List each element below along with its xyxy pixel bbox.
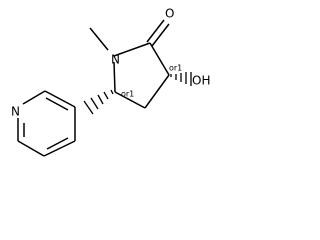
molecule-drawing: N O OH N or1 or1 [0,0,232,178]
pyridine-bond-c3-c2 [44,90,76,108]
carbonyl-bond-a [146,19,165,43]
carbonyl-bond-b [151,23,170,47]
stereo-label-c3: or1 [169,64,182,73]
canvas-background [0,0,232,178]
pyridine-double-bond-1 [45,97,69,111]
bond-c4-c5 [114,91,146,109]
hashed-wedge-oh [170,72,192,86]
bond-n1-c2 [113,42,151,57]
carbonyl-oxygen-label: O [165,7,174,21]
pyridine-bond-c5-c4 [43,140,76,157]
n-methyl-bond [89,27,109,51]
bond-c2-c3 [149,42,170,76]
lactam-nitrogen-label: N [111,53,120,67]
chemical-structure: N O OH N or1 or1 [0,0,232,178]
pyridine-bond-c6-c5 [17,140,45,157]
pyridine-nitrogen-label: N [11,105,20,119]
bond-c5-n1 [113,61,116,93]
pyridine-double-bond-3 [46,137,69,150]
pyridine-bond-c2-n [22,90,46,105]
hydroxyl-label: OH [192,74,210,88]
stereo-label-c5: or1 [121,90,134,99]
hashed-wedge-pyridyl [83,89,114,115]
bond-c3-c4 [144,74,170,109]
